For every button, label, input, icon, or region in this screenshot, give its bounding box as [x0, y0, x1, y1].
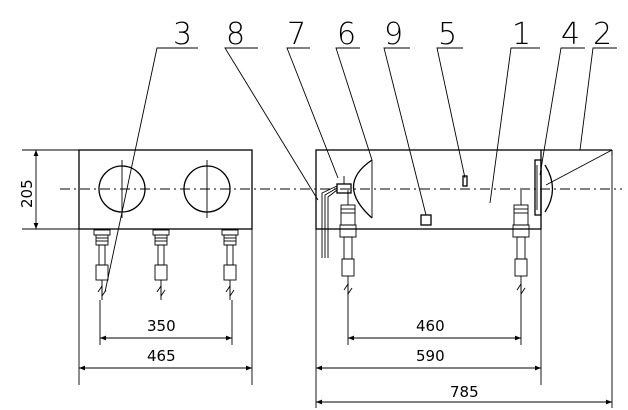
- dimension-785: 785: [315, 150, 613, 408]
- leader-1: [489, 47, 540, 204]
- callout-4: 4: [561, 17, 580, 52]
- pipe-bundle-2: [324, 187, 338, 258]
- right-housing-slope: [545, 149, 613, 186]
- callout-labels: 3 8 7 6 9 5 1 4 2: [173, 17, 612, 52]
- coil-arc: [544, 164, 554, 213]
- left-housing: [78, 149, 253, 230]
- callout-2: 2: [593, 17, 612, 52]
- leader-5: [436, 47, 466, 179]
- callout-3: 3: [173, 17, 192, 52]
- callout-9: 9: [384, 17, 403, 52]
- dim-350-label: 350: [147, 317, 176, 335]
- leader-2: [579, 47, 617, 151]
- left-view: [78, 149, 253, 300]
- callout-5: 5: [438, 17, 457, 52]
- leader-9: [383, 47, 427, 216]
- component-5: [462, 175, 468, 187]
- component-9: [420, 214, 432, 226]
- dim-465-label: 465: [147, 347, 176, 365]
- leader-7: [286, 47, 339, 179]
- pipe-bundle-3: [327, 189, 338, 258]
- leader-3: [104, 47, 198, 293]
- coil-frame: [534, 159, 542, 216]
- right-valve-2: [512, 190, 530, 300]
- dimension-350: 350: [99, 300, 233, 345]
- dim-205-label: 205: [18, 179, 36, 208]
- callout-6: 6: [337, 17, 356, 52]
- dimension-460: 460: [347, 300, 522, 345]
- callout-8: 8: [226, 17, 245, 52]
- pipe-bundle-1: [321, 185, 338, 258]
- leader-6: [335, 47, 373, 161]
- dim-460-label: 460: [416, 317, 445, 335]
- left-valve-2: [152, 229, 170, 300]
- right-valve-1: [339, 190, 357, 300]
- leader-4: [539, 47, 585, 176]
- leader-8: [224, 47, 319, 201]
- dim-785-label: 785: [450, 383, 479, 401]
- dimension-205: 205: [18, 149, 79, 230]
- callout-1: 1: [512, 17, 531, 52]
- dimension-465: 465: [78, 229, 253, 385]
- fan-half-dome: [352, 159, 373, 219]
- right-view: [315, 149, 613, 300]
- callout-7: 7: [287, 17, 306, 52]
- dimension-590: 590: [315, 229, 542, 385]
- dim-590-label: 590: [416, 347, 445, 365]
- left-valve-1: [93, 229, 111, 300]
- left-valve-3: [221, 229, 239, 300]
